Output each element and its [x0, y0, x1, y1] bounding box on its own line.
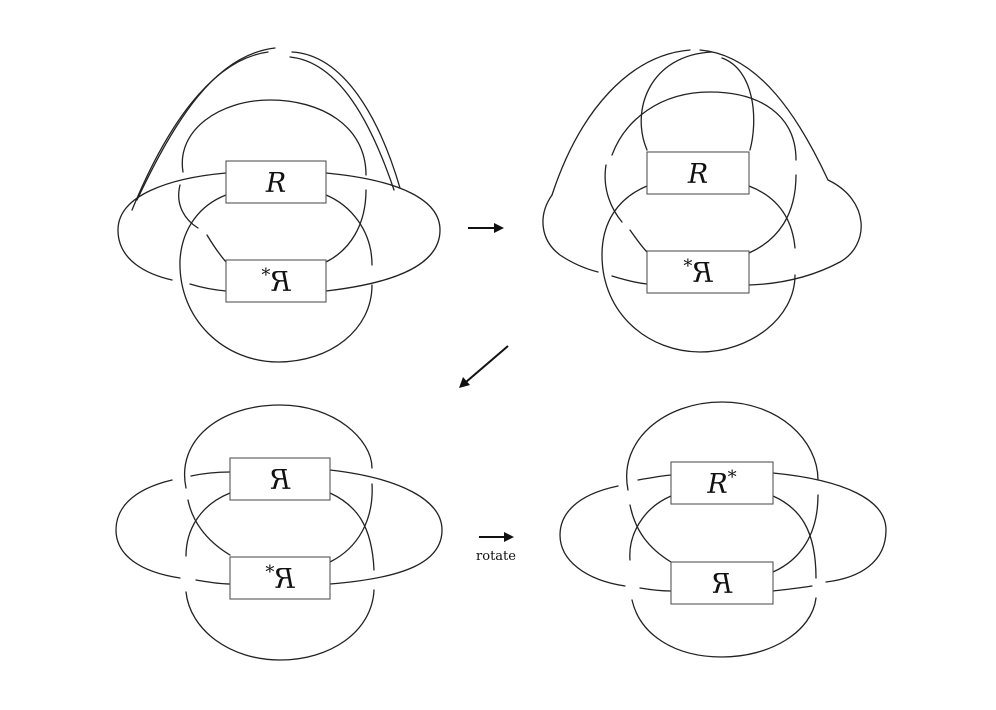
tangle-label-top: R — [270, 465, 291, 496]
upper-ring-strand — [329, 483, 373, 563]
lower-ring-strand — [206, 234, 227, 263]
outer-loop-strand — [748, 179, 862, 286]
lower-ring-strand — [631, 597, 817, 658]
tangle-box-top — [225, 160, 327, 204]
upper-ring-strand — [629, 504, 672, 563]
tangle-box-bottom — [670, 561, 774, 605]
lower-ring-strand — [748, 185, 796, 249]
lower-ring-strand — [748, 174, 797, 254]
outer-loop-strand — [189, 283, 227, 292]
outer-loop-strand — [117, 172, 227, 281]
outer-loop-strand — [639, 587, 672, 592]
lower-ring-strand — [185, 492, 231, 557]
upper-ring-strand — [772, 494, 819, 573]
arrow-right-top — [468, 223, 504, 233]
lower-ring-strand — [629, 229, 648, 253]
outer-loop-strand — [329, 469, 443, 585]
outer-arc-strand — [551, 49, 691, 196]
tangle-box-bottom — [229, 556, 331, 600]
tangle-box-top — [670, 461, 774, 505]
outer-loop-strand — [325, 172, 441, 292]
upper-ring-strand — [325, 189, 367, 263]
upper-ring-strand — [178, 184, 199, 229]
tangle-label-bottom: R* — [265, 562, 295, 595]
outer-loop-strand — [542, 194, 599, 273]
lower-ring-strand — [185, 589, 375, 661]
outer-loop-strand — [637, 474, 672, 481]
lower-ring-strand — [329, 492, 375, 571]
outer-loop-strand — [611, 275, 648, 285]
rotate-label: rotate — [476, 549, 516, 564]
outer-arc-strand — [291, 51, 401, 189]
outer-loop-strand — [772, 585, 813, 592]
upper-ring-strand — [181, 99, 367, 176]
outer-arc-strand — [136, 47, 276, 201]
lower-ring-strand — [601, 185, 796, 353]
upper-ring-strand — [183, 404, 373, 489]
tangle-box-bottom — [225, 259, 327, 303]
tangle-label-top: R — [687, 159, 708, 190]
inner-top-loop-strand — [604, 164, 623, 223]
upper-ring-strand — [626, 401, 819, 491]
lower-ring-strand — [325, 194, 373, 266]
upper-ring-strand — [187, 499, 231, 556]
panel-bottom-left: R R* — [115, 404, 443, 661]
lower-ring-strand — [629, 495, 672, 561]
tangle-label-bottom: R* — [683, 256, 713, 289]
tangle-box-top — [646, 151, 750, 195]
tangle-label-bottom: R* — [261, 265, 291, 298]
outer-loop-strand — [559, 485, 626, 587]
inner-top-loop-strand — [611, 91, 797, 161]
outer-loop-strand — [772, 472, 887, 583]
tangle-label-top: R* — [706, 467, 736, 500]
outer-loop-strand — [115, 479, 181, 579]
tangle-label-top: R — [265, 168, 286, 199]
inner-top-loop-strand — [721, 57, 755, 151]
outer-arc-strand — [699, 49, 829, 181]
lower-ring-strand — [772, 495, 817, 579]
tangle-box-bottom — [646, 250, 750, 294]
tangle-box-top — [229, 457, 331, 501]
inner-top-loop-strand — [640, 51, 713, 151]
outer-arc-strand-inner — [289, 56, 395, 191]
panel-top-right: R R* — [542, 49, 862, 353]
outer-loop-strand — [195, 579, 231, 585]
outer-arc-strand-inner — [131, 51, 269, 211]
arrow-right-rotate — [479, 532, 514, 542]
panel-top-left: R R* — [117, 47, 441, 363]
panel-bottom-right: R* R — [559, 401, 887, 658]
arrow-diagonal-down-left — [459, 345, 509, 388]
outer-loop-strand — [190, 471, 231, 477]
lower-ring-strand — [179, 194, 373, 363]
tangle-label-bottom: R — [712, 569, 733, 600]
